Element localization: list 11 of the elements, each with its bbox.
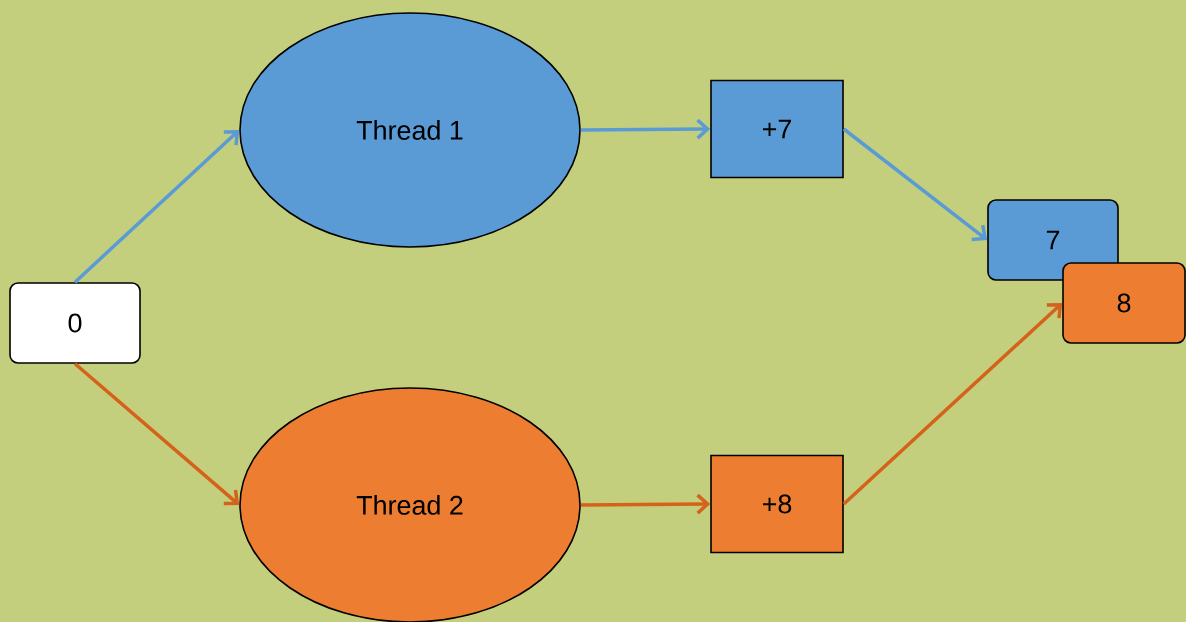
arrow — [580, 493, 711, 515]
arrow — [842, 303, 1063, 506]
value-box: 0 — [9, 282, 141, 364]
value-box: 8 — [1062, 262, 1186, 344]
arrow — [73, 362, 240, 506]
operation-box: +7 — [710, 79, 844, 179]
arrow — [73, 130, 240, 284]
arrow — [842, 127, 988, 242]
arrow — [580, 118, 711, 140]
value-box: 7 — [987, 199, 1119, 281]
operation-box: +8 — [710, 454, 844, 554]
